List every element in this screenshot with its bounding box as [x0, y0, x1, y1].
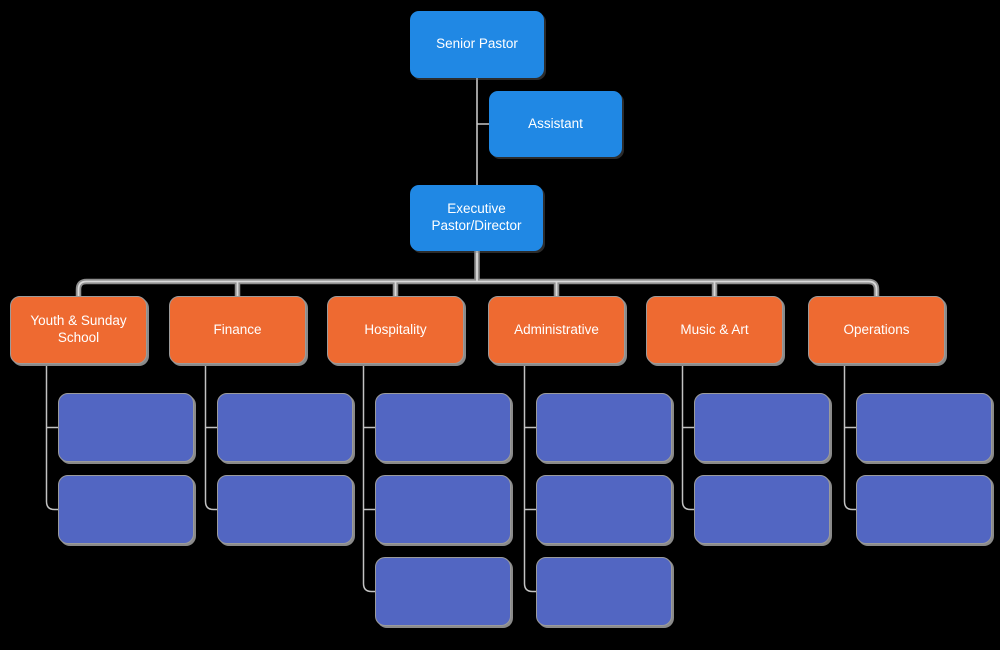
column-connector — [681, 362, 694, 511]
department-box: Administrative — [488, 296, 625, 364]
column-connector — [843, 362, 856, 511]
department-label: Operations — [843, 321, 910, 337]
department-label: Finance — [213, 321, 262, 337]
column-connector — [45, 362, 58, 511]
staff-box — [217, 475, 353, 544]
staff-box — [58, 475, 194, 544]
department-label: Youth & Sunday School — [30, 313, 127, 345]
staff-box — [375, 393, 511, 462]
department-label: Hospitality — [364, 321, 427, 337]
staff-box — [536, 393, 672, 462]
node-label: Assistant — [528, 115, 583, 131]
department-label: Administrative — [514, 321, 599, 337]
node-assistant: Assistant — [489, 91, 622, 157]
staff-box — [694, 393, 830, 462]
column-connector — [204, 362, 217, 511]
node-label: Senior Pastor — [436, 36, 518, 52]
staff-box — [58, 393, 194, 462]
staff-box — [536, 557, 672, 626]
node-label: Executive Pastor/Director — [431, 201, 522, 233]
node-senior-pastor: Senior Pastor — [410, 11, 544, 78]
department-box: Music & Art — [646, 296, 783, 364]
column-connector — [523, 362, 536, 593]
staff-box — [694, 475, 830, 544]
leadership-connector — [476, 78, 490, 186]
staff-box — [217, 393, 353, 462]
column-connectors — [45, 362, 856, 593]
department-box: Youth & Sunday School — [10, 296, 147, 364]
column-connector — [362, 362, 375, 593]
staff-box — [375, 557, 511, 626]
staff-box — [856, 393, 992, 462]
staff-box — [856, 475, 992, 544]
staff-box — [375, 475, 511, 544]
department-box: Hospitality — [327, 296, 464, 364]
department-box: Finance — [169, 296, 306, 364]
staff-box — [536, 475, 672, 544]
department-label: Music & Art — [680, 321, 749, 337]
node-executive-pastor: Executive Pastor/Director — [410, 185, 543, 251]
department-box: Operations — [808, 296, 945, 364]
bus-pipe-core — [77, 251, 878, 297]
